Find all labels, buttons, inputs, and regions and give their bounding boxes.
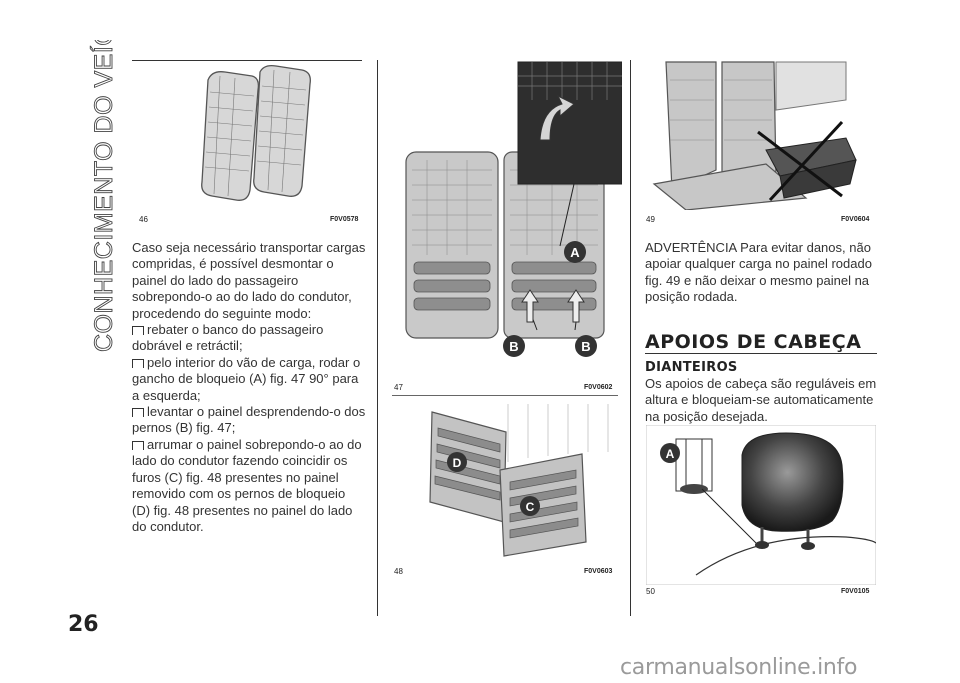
fig47-label-b2: B bbox=[581, 339, 590, 354]
fig48-label-c: C bbox=[526, 500, 535, 514]
fig47-label-a: A bbox=[570, 245, 580, 260]
bullet-item: pelo interior do vão de carga, rodar o g… bbox=[132, 355, 366, 404]
intro-paragraph: Caso seja necessário transportar cargas … bbox=[132, 240, 366, 321]
section-subheading: DIANTEIROS bbox=[645, 360, 738, 375]
section-heading: APOIOS DE CABEÇA bbox=[645, 331, 862, 353]
page-number: 26 bbox=[68, 612, 99, 637]
bullet-item: levantar o painel desprendendo-o dos per… bbox=[132, 404, 366, 437]
figure-49-rotated-panel bbox=[646, 60, 874, 210]
bullet-icon bbox=[132, 440, 144, 450]
figure-48-code: F0V0603 bbox=[584, 568, 613, 575]
figure-48-stacked-panels: D C bbox=[404, 402, 620, 560]
bullet-icon bbox=[132, 326, 144, 336]
headrest-text: Os apoios de cabeça são reguláveis em al… bbox=[645, 376, 877, 424]
heading-underline bbox=[645, 353, 877, 354]
figure-50-code: F0V0105 bbox=[841, 588, 870, 595]
fig47-label-b1: B bbox=[509, 339, 518, 354]
fig48-label-d: D bbox=[453, 456, 462, 470]
figure-47-number: 47 bbox=[394, 383, 403, 392]
bullet-text: levantar o painel desprendendo-o dos per… bbox=[132, 404, 366, 436]
bullet-text: pelo interior do vão de carga, rodar o g… bbox=[132, 354, 361, 403]
col-divider-2 bbox=[630, 60, 631, 616]
figure-48-number: 48 bbox=[394, 567, 403, 576]
bullet-text: rebater o banco do passageiro dobrável e… bbox=[132, 322, 324, 354]
side-title-text: CONHECIMENTO DO VEÍCULO bbox=[89, 40, 118, 352]
fig47-rule bbox=[392, 395, 618, 396]
figure-47-code: F0V0602 bbox=[584, 384, 613, 391]
warning-text: ADVERTÊNCIA Para evitar danos, não apoia… bbox=[645, 240, 872, 305]
fig50-label-a: A bbox=[666, 447, 675, 461]
section-side-title: CONHECIMENTO DO VEÍCULO bbox=[68, 0, 128, 360]
bullet-item: rebater o banco do passageiro dobrável e… bbox=[132, 322, 366, 355]
figure-46-code: F0V0578 bbox=[330, 216, 359, 223]
figure-50-number: 50 bbox=[646, 587, 655, 596]
bullet-item: arrumar o painel sobrepondo-o ao do lado… bbox=[132, 437, 366, 535]
col1-top-rule bbox=[132, 60, 362, 61]
figure-46-number: 46 bbox=[139, 215, 148, 224]
figure-46-panels bbox=[190, 62, 320, 212]
figure-47-panel-pins: A B B bbox=[392, 60, 622, 370]
bullet-icon bbox=[132, 408, 144, 418]
figure-49-code: F0V0604 bbox=[841, 216, 870, 223]
figure-50-headrest: A bbox=[646, 425, 876, 585]
col1-text: Caso seja necessário transportar cargas … bbox=[132, 240, 366, 535]
bullet-icon bbox=[132, 358, 144, 368]
bullet-text: arrumar o painel sobrepondo-o ao do lado… bbox=[132, 436, 362, 534]
footer-watermark[interactable]: carmanualsonline.info bbox=[620, 655, 858, 680]
col-divider-1 bbox=[377, 60, 378, 616]
figure-49-number: 49 bbox=[646, 215, 655, 224]
